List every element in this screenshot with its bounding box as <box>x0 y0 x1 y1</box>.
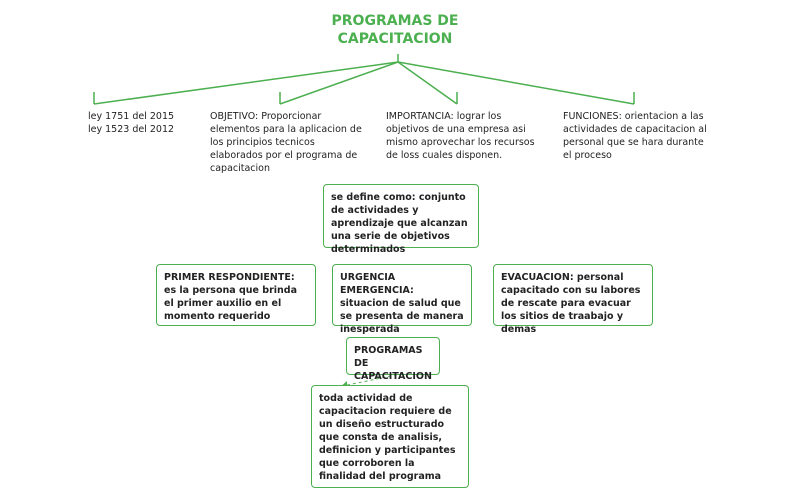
node-se-define: se define como: conjunto de actividades … <box>323 184 479 255</box>
node-evacuacion: EVACUACION: personal capacitado con su l… <box>493 264 653 335</box>
node-importancia: IMPORTANCIA: lograr los objetivos de una… <box>386 111 535 161</box>
diagram-title: PROGRAMAS DE CAPACITACION <box>331 13 459 47</box>
node-objetivo: OBJETIVO: Proporcionar elementos para la… <box>210 111 362 174</box>
dashed-connector <box>342 365 439 387</box>
node-urgencia-emergencia: URGENCIA EMERGENCIA: situacion de salud … <box>332 264 472 335</box>
node-programas-capacitacion: PROGRAMAS DE CAPACITACION <box>346 337 440 382</box>
node-toda-actividad: toda actividad de capacitacion requiere … <box>311 385 469 488</box>
node-ley: ley 1751 del 2015 ley 1523 del 2012 <box>88 111 175 135</box>
node-primer-respondiente: PRIMER RESPONDIENTE: es la persona que b… <box>156 264 316 326</box>
node-funciones: FUNCIONES: orientacion a las actividades… <box>563 111 707 161</box>
